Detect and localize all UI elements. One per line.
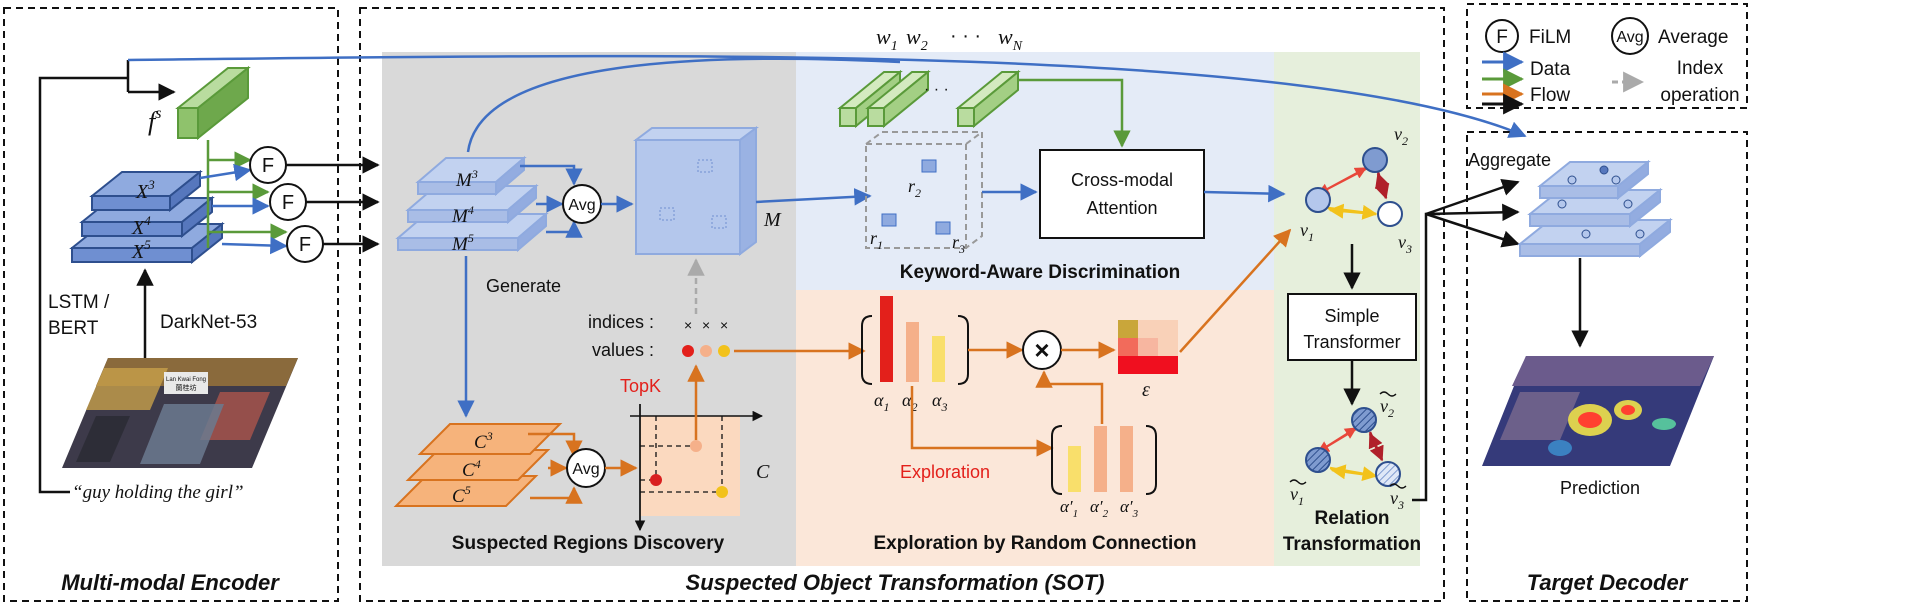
alpha-prime2-label: α′2 — [1090, 497, 1109, 520]
sot-panel — [359, 7, 1445, 602]
topk-label: TopK — [620, 376, 661, 396]
lstm-label-1: LSTM / — [48, 292, 110, 313]
indices-label: indices : — [588, 312, 654, 332]
legend-film: FiLM — [1529, 27, 1571, 48]
fs-to-aggregate-flow — [127, 54, 1527, 138]
m4-label: M4 — [451, 203, 474, 227]
svg-text:F: F — [299, 234, 311, 256]
values-label: values : — [592, 340, 654, 360]
legend-data: Data — [1530, 59, 1571, 80]
svg-text:v1: v1 — [1300, 220, 1314, 244]
prediction-label: Prediction — [1560, 478, 1640, 498]
fs-label: fs — [148, 105, 161, 136]
kad: w1 w2 · · · wN · · · r2 r1 r3 Cross-moda… — [837, 24, 1286, 283]
svg-text:×: × — [684, 317, 692, 333]
node-v2 — [1362, 147, 1388, 173]
photo-sign-2: 蘭桂坊 — [176, 383, 197, 392]
rt-title-2: Transformation — [1283, 534, 1421, 555]
w-dots: · · · — [950, 25, 981, 47]
legend-index-2: operation — [1660, 85, 1739, 106]
rt: v2 v1 v3 Simple Transformer v2 v1 v3 Rel… — [1283, 124, 1520, 555]
svg-text:Transformer: Transformer — [1303, 332, 1400, 352]
svg-text:F: F — [262, 155, 274, 177]
decoder-title: Target Decoder — [1527, 570, 1689, 595]
c-square-label: C — [756, 461, 770, 483]
encoder-title: Multi-modal Encoder — [61, 570, 280, 595]
lstm-label-2: BERT — [48, 318, 99, 339]
svg-text:×: × — [1034, 335, 1049, 365]
m3-label: M3 — [455, 167, 478, 191]
epsilon-label: ε — [1142, 379, 1150, 401]
query-text: “guy holding the girl” — [72, 482, 244, 503]
alpha-prime1-label: α′1 — [1060, 497, 1078, 520]
x5-label: X5 — [131, 237, 151, 263]
avg-symbol — [1611, 17, 1649, 55]
simple-transformer-box — [1287, 293, 1417, 361]
c4-label: C4 — [462, 457, 481, 481]
aggregate-label: Aggregate — [1468, 150, 1551, 170]
alpha3-label: α3 — [932, 390, 947, 414]
svg-text:Cross-modal: Cross-modal — [1071, 170, 1173, 190]
w2-label: w2 — [906, 24, 928, 54]
node-v1 — [1305, 187, 1331, 213]
svg-text:v2: v2 — [1380, 396, 1394, 420]
encoder-panel — [3, 7, 339, 602]
decoder: Aggregate Prediction — [1468, 150, 1714, 498]
node-v2-tilde — [1351, 407, 1377, 433]
erc: α1 α2 α3 × ε Exploration α′1 α′2 α′3 Ex — [861, 228, 1292, 554]
legend-index-1: Index — [1677, 58, 1724, 79]
r3-label: r3 — [952, 232, 965, 256]
c5-label: C5 — [452, 483, 471, 507]
svg-text:×: × — [702, 317, 710, 333]
node-v3-tilde — [1375, 461, 1401, 487]
w1-label: w1 — [876, 24, 898, 54]
svg-text:Simple: Simple — [1324, 306, 1379, 326]
srd: M3 M4 M5 Avg M Generate C3 C4 C5 — [393, 57, 901, 554]
r2-label: r2 — [908, 176, 921, 200]
erc-title: Exploration by Random Connection — [873, 533, 1196, 554]
photo-sign-1: Lan Kwai Fong — [166, 377, 206, 383]
sot-title: Suspected Object Transformation (SOT) — [686, 570, 1105, 595]
node-v3 — [1377, 201, 1403, 227]
alpha2-label: α2 — [902, 390, 917, 414]
svg-text:×: × — [720, 317, 728, 333]
input-image: Lan Kwai Fong 蘭桂坊 — [62, 358, 298, 468]
r1-label: r1 — [870, 228, 883, 252]
avg-symbol-label: Avg — [1616, 29, 1643, 46]
m-cube-label: M — [763, 209, 782, 231]
alpha1-label: α1 — [874, 390, 889, 414]
m5-label: M5 — [451, 231, 474, 255]
x3-label: X3 — [135, 177, 155, 203]
node-v1-tilde — [1305, 447, 1331, 473]
srd-title: Suspected Regions Discovery — [452, 533, 725, 554]
svg-text:v3: v3 — [1390, 488, 1404, 512]
rt-title-1: Relation — [1315, 508, 1390, 529]
svg-text:v3: v3 — [1398, 232, 1412, 256]
svg-text:Attention: Attention — [1086, 198, 1157, 218]
x4-label: X4 — [131, 213, 151, 239]
alpha-prime3-label: α′3 — [1120, 497, 1139, 520]
svg-text:F: F — [282, 192, 294, 214]
encoder: fs X3 X4 X5 F F F — [38, 60, 380, 503]
cross-modal-attention-box — [1039, 149, 1205, 239]
generate-label: Generate — [486, 276, 561, 296]
film-symbol-label: F — [1496, 27, 1508, 48]
svg-text:v1: v1 — [1290, 484, 1304, 508]
c3-label: C3 — [474, 429, 493, 453]
darknet-label: DarkNet-53 — [160, 312, 257, 333]
svg-text:v2: v2 — [1394, 124, 1408, 148]
decoder-panel — [1466, 131, 1748, 602]
svg-text:Avg: Avg — [568, 197, 595, 214]
svg-text:Avg: Avg — [572, 461, 599, 478]
legend-flow: Flow — [1530, 85, 1570, 106]
legend-average: Average — [1658, 27, 1728, 48]
exploration-label: Exploration — [900, 462, 990, 482]
film-symbol — [1485, 19, 1519, 53]
wN-label: wN — [998, 24, 1023, 54]
kad-title: Keyword-Aware Discrimination — [900, 262, 1181, 283]
legend: F FiLM Avg Average Data Flow Index opera… — [1482, 17, 1740, 115]
prediction-image — [1482, 356, 1714, 466]
word-dots: · · · — [924, 81, 949, 98]
